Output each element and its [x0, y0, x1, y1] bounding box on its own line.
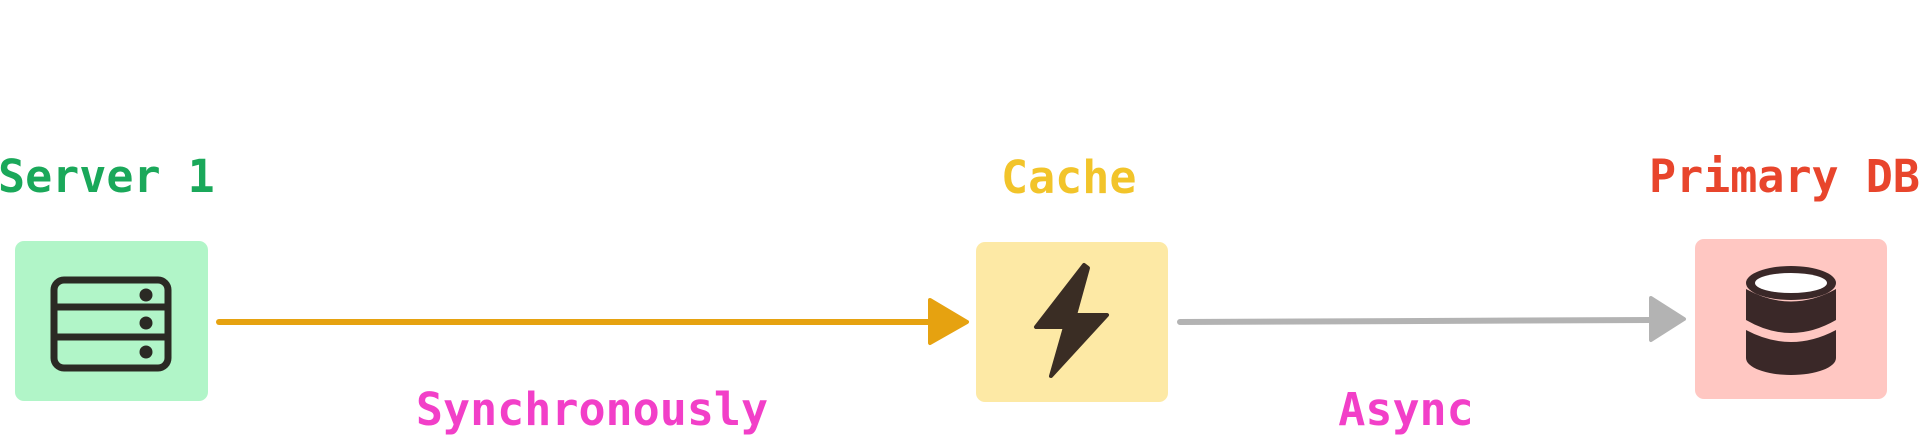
node-label-primary-db: Primary DB [1649, 150, 1920, 203]
edge-label-async: Async [1338, 383, 1473, 436]
edge-cache-to-primary-db [1177, 296, 1686, 342]
database-icon [1746, 266, 1836, 375]
server-icon [50, 276, 172, 372]
edge-server-to-cache [216, 298, 969, 345]
node-label-cache: Cache [1001, 151, 1136, 204]
node-box-server-1[interactable] [15, 241, 208, 401]
edge-label-synchronously: Synchronously [416, 383, 768, 436]
lightning-icon [1034, 263, 1109, 378]
node-label-server-1: Server 1 [0, 150, 215, 203]
